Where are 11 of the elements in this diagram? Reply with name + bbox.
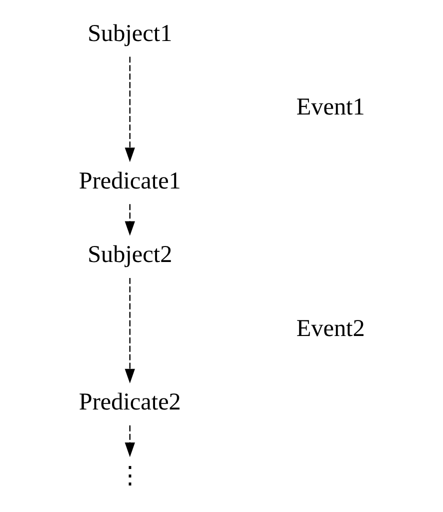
node-text: Subject2 [88,241,172,268]
arrow [124,278,135,384]
node-text: Predicate1 [78,167,181,194]
label: Event2 [296,314,365,342]
label: Event1 [296,94,365,121]
node-text: Predicate2 [78,388,181,416]
node-text: ⋮ [118,462,142,490]
arrow [124,204,135,236]
arrow [124,425,135,458]
node-text: Subject1 [88,20,172,47]
arrow [124,56,135,162]
